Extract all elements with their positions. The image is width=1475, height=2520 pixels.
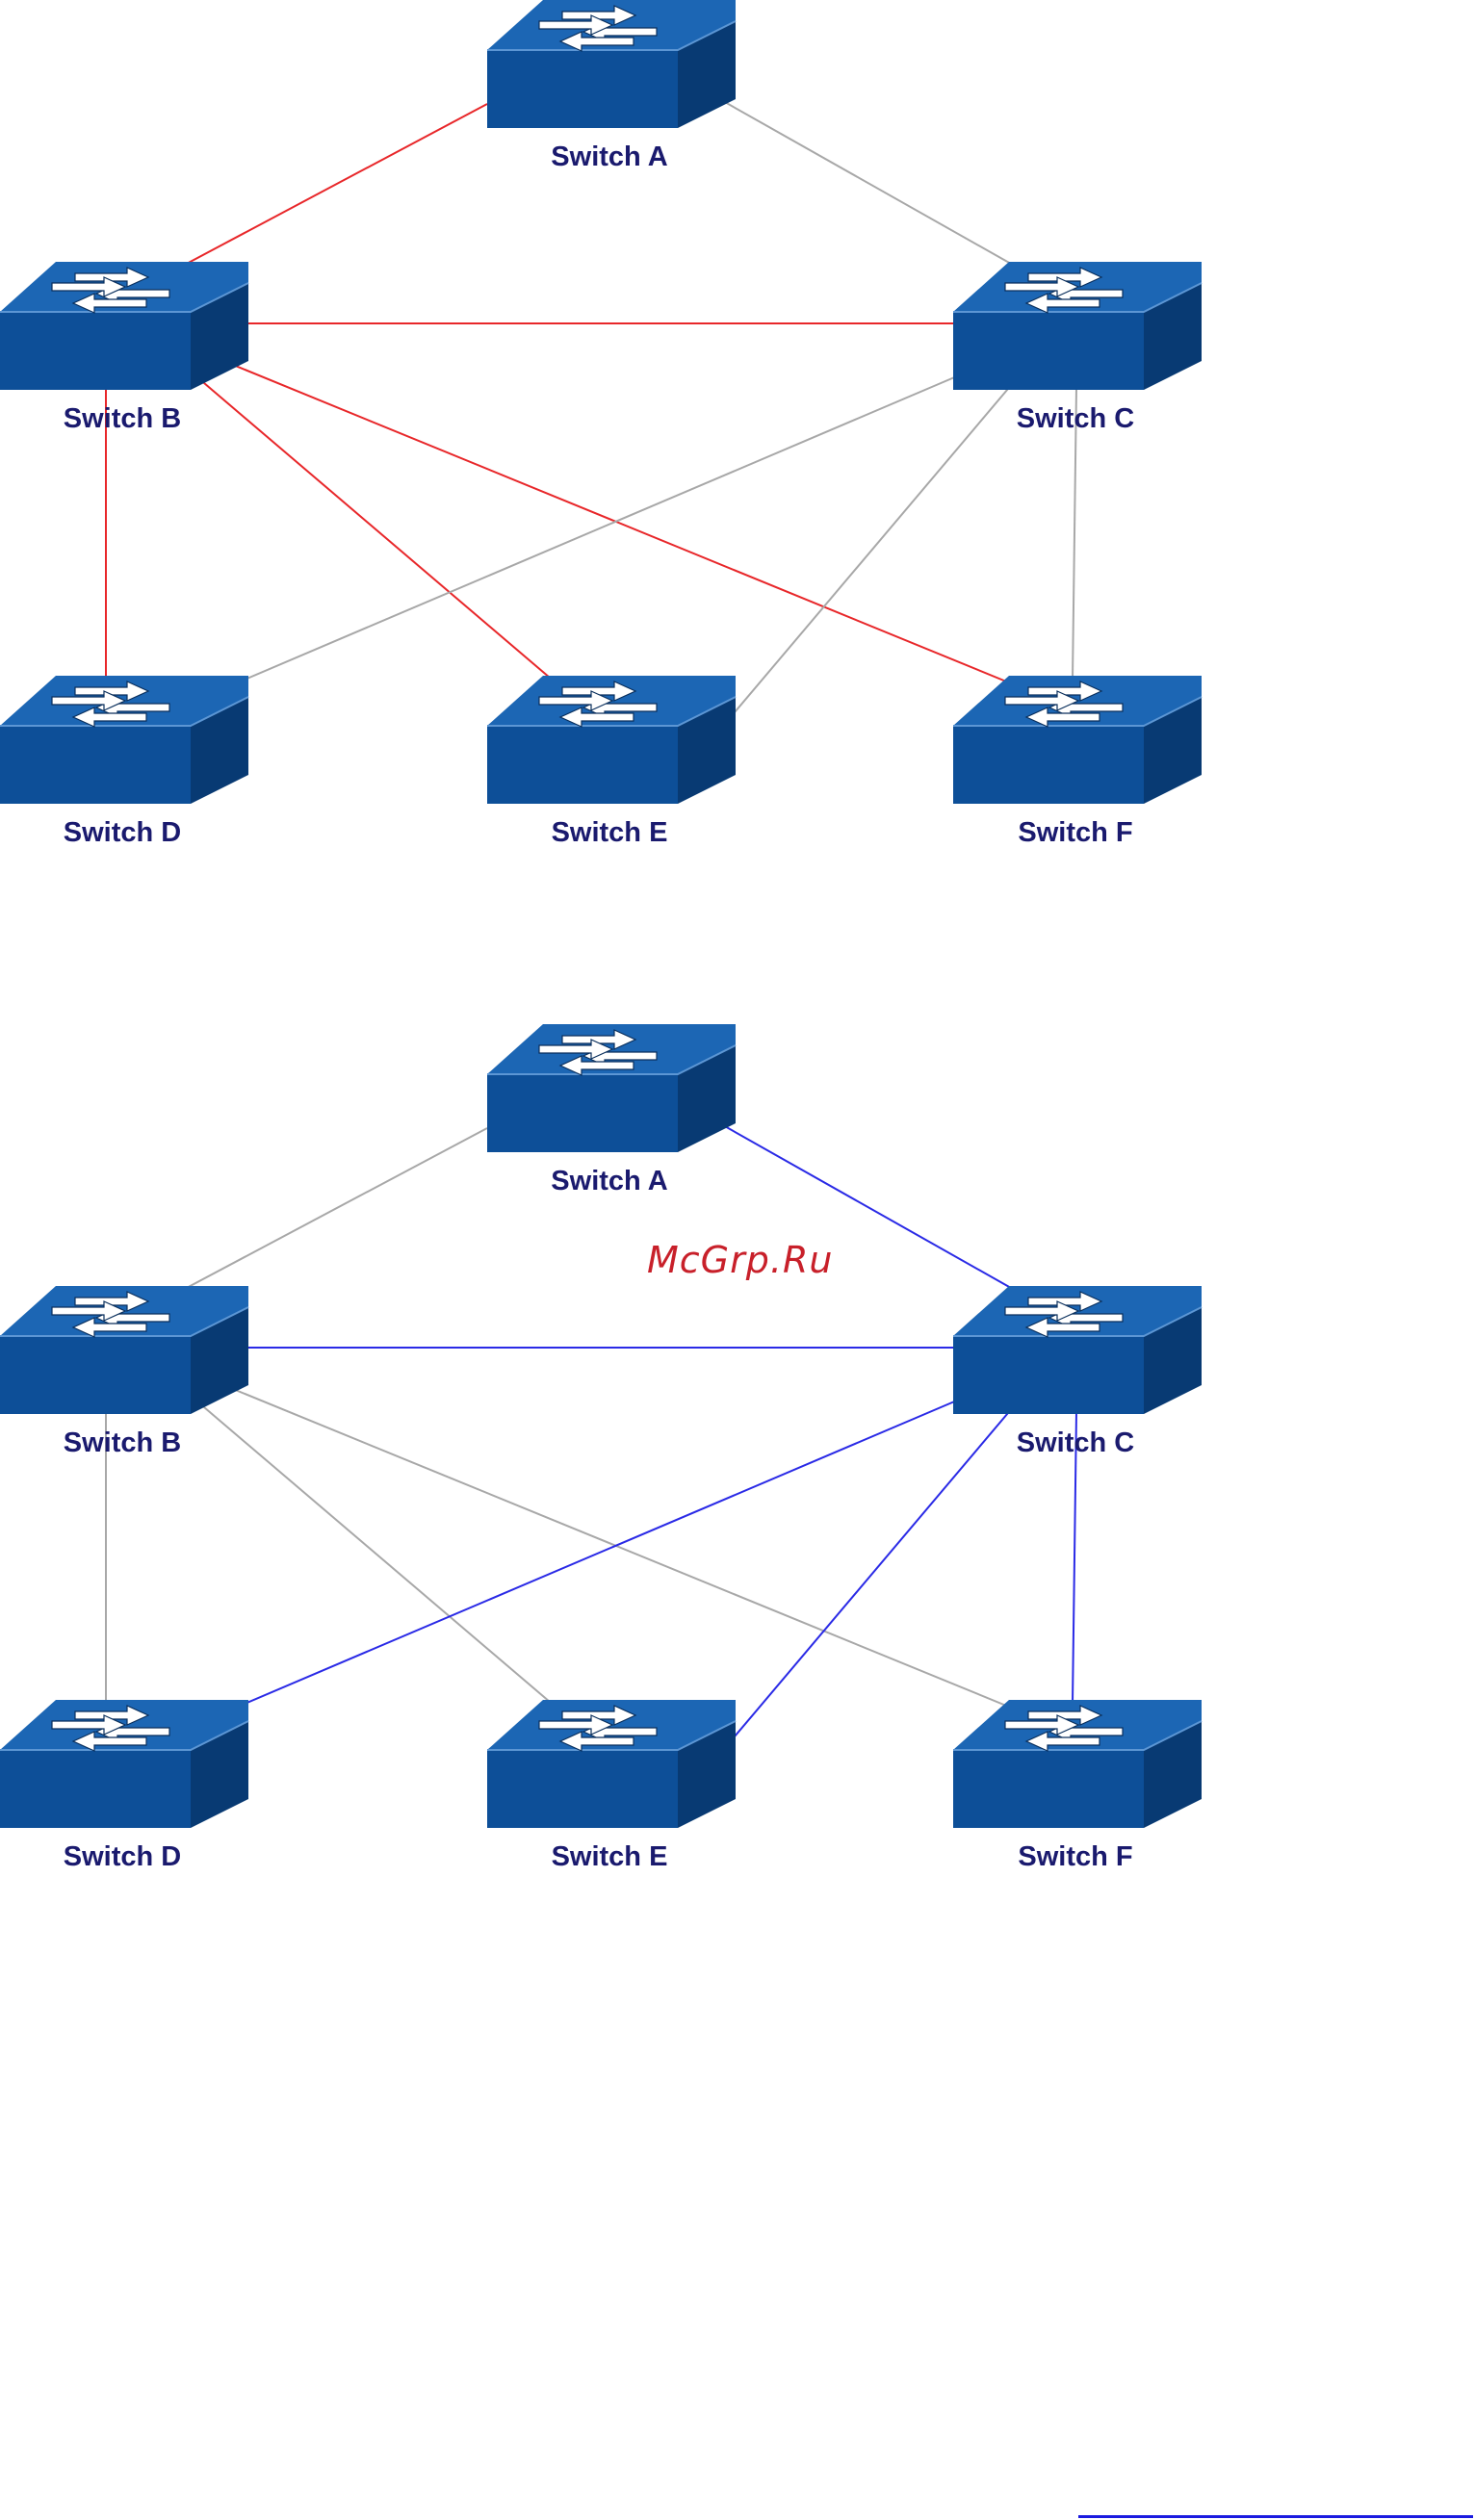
switch-label: Switch B [64,403,181,434]
network-switch-icon [953,1286,1202,1414]
switch-f: Switch F [953,676,1202,848]
link-c-e-inactive [709,383,1013,743]
footer-rule [1078,2515,1473,2518]
switch-label: Switch E [552,1841,668,1872]
network-switch-icon [953,262,1202,390]
network-switch-icon [0,676,248,804]
network-switch-icon [487,1024,736,1152]
topology-2: Switch A Switch B Switch C Switch D Switch E… [0,1024,1202,1872]
switch-label: Switch F [1018,817,1132,848]
links-group [106,1113,1076,1767]
switch-a: Switch A [487,0,736,172]
switch-f: Switch F [953,1700,1202,1872]
switch-label: Switch E [552,817,668,848]
network-switch-icon [0,1286,248,1414]
network-switch-icon [487,0,736,128]
links-group [106,89,1076,743]
link-b-f-active [217,358,1011,683]
link-a-b-inactive [183,1128,487,1290]
switch-label: Switch F [1018,1841,1132,1872]
switch-label: Switch B [64,1427,181,1458]
link-c-d-inactive [231,375,959,685]
switch-e: Switch E [487,676,736,848]
link-a-c-inactive [701,89,1011,264]
switch-b: Switch B [0,1286,248,1458]
link-a-b-active [183,104,487,266]
link-b-f-inactive [217,1382,1011,1708]
switch-label: Switch A [551,141,667,172]
switch-d: Switch D [0,1700,248,1872]
switch-label: Switch D [64,1841,181,1872]
switch-label: Switch C [1017,1427,1135,1458]
network-switch-icon [0,262,248,390]
switch-b: Switch B [0,262,248,434]
switch-label: Switch C [1017,403,1135,434]
watermark-text: McGrp.Ru [647,1239,833,1281]
topology-1: Switch A Switch B Switch C Switch D Switch E… [0,0,1202,848]
switch-a: Switch A [487,1024,736,1196]
switch-label: Switch A [551,1166,667,1196]
network-switch-icon [953,1700,1202,1828]
network-switch-icon [953,676,1202,804]
diagrams-root: Switch A Switch B Switch C Switch D Switch E… [0,0,1202,1872]
switch-e: Switch E [487,1700,736,1872]
network-switch-icon [487,1700,736,1828]
switch-label: Switch D [64,817,181,848]
network-switch-icon [0,1700,248,1828]
network-switch-icon [487,676,736,804]
link-c-e-active [709,1407,1013,1767]
link-c-d-active [231,1400,959,1710]
switch-d: Switch D [0,676,248,848]
